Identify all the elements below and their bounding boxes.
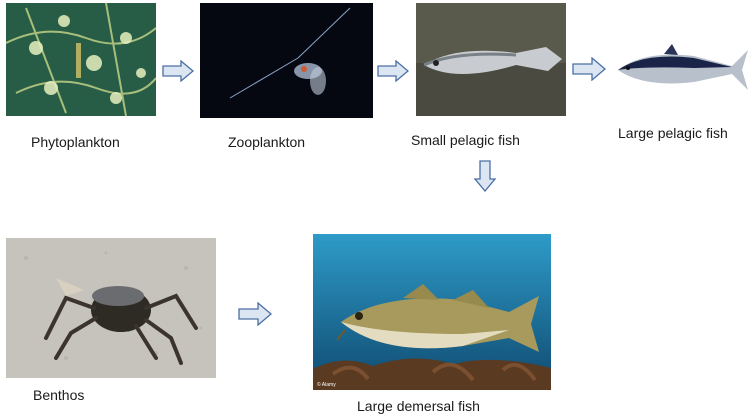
arrow-small-pelagic-to-demersal: [474, 160, 496, 192]
photo-credit: © Alamy: [317, 382, 336, 388]
benthos-image: [6, 238, 216, 378]
label-benthos: Benthos: [33, 387, 84, 403]
label-small-pelagic-fish: Small pelagic fish: [411, 132, 520, 148]
label-phytoplankton: Phytoplankton: [31, 134, 120, 150]
label-large-pelagic-fish: Large pelagic fish: [618, 125, 728, 141]
large-pelagic-fish-image: [614, 40, 750, 94]
small-pelagic-fish-image: [416, 3, 566, 116]
arrow-small-to-large-pelagic: [572, 57, 606, 81]
arrow-benthos-to-demersal: [238, 302, 272, 326]
label-zooplankton: Zooplankton: [228, 134, 305, 150]
arrow-phyto-to-zoo: [162, 60, 194, 82]
arrow-zoo-to-small-pelagic: [377, 60, 409, 82]
large-demersal-fish-image: © Alamy: [313, 234, 551, 390]
phytoplankton-image: [6, 3, 156, 116]
label-large-demersal-fish: Large demersal fish: [357, 398, 480, 414]
zooplankton-image: [200, 3, 373, 118]
